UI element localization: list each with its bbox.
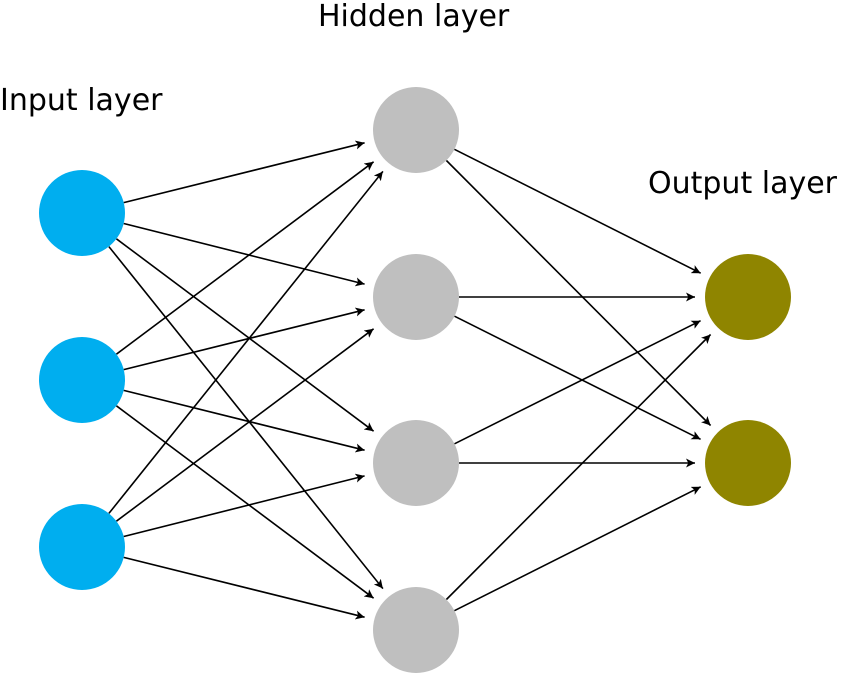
connection-input-3-to-hidden-2 <box>115 328 375 522</box>
output-neuron-1 <box>705 254 791 340</box>
connection-hidden-2-to-output-2 <box>454 315 701 441</box>
connection-hidden-3-to-output-1 <box>454 319 701 445</box>
input-neuron-3 <box>39 504 125 590</box>
connection-hidden-4-to-output-1 <box>445 333 712 601</box>
connection-input-3-to-hidden-4 <box>123 556 365 620</box>
hidden-neuron-2 <box>373 254 459 340</box>
output-layer-label: Output layer <box>648 166 838 201</box>
connection-input-2-to-hidden-2 <box>123 307 365 371</box>
connection-input-2-to-hidden-3 <box>123 389 365 453</box>
input-neuron-1 <box>39 170 125 256</box>
hidden-neuron-3 <box>373 420 459 506</box>
input-layer-label: Input layer <box>0 83 163 118</box>
connection-input-2-to-hidden-4 <box>115 405 375 599</box>
connection-hidden-4-to-output-2 <box>454 486 702 612</box>
connection-input-2-to-hidden-1 <box>115 161 375 355</box>
connection-input-1-to-hidden-3 <box>115 238 375 432</box>
connection-hidden-1-to-output-2 <box>445 159 712 427</box>
connection-input-1-to-hidden-1 <box>123 140 365 204</box>
connection-input-1-to-hidden-4 <box>108 246 384 590</box>
connection-input-3-to-hidden-3 <box>123 473 365 538</box>
connection-input-1-to-hidden-2 <box>123 222 365 287</box>
connection-hidden-1-to-output-1 <box>454 148 702 274</box>
neurons-group <box>39 87 791 673</box>
input-neuron-2 <box>39 337 125 423</box>
connections-group <box>108 140 712 620</box>
connection-input-3-to-hidden-1 <box>108 170 384 514</box>
hidden-layer-label: Hidden layer <box>318 0 510 34</box>
output-neuron-2 <box>705 420 791 506</box>
hidden-neuron-4 <box>373 587 459 673</box>
hidden-neuron-1 <box>373 87 459 173</box>
